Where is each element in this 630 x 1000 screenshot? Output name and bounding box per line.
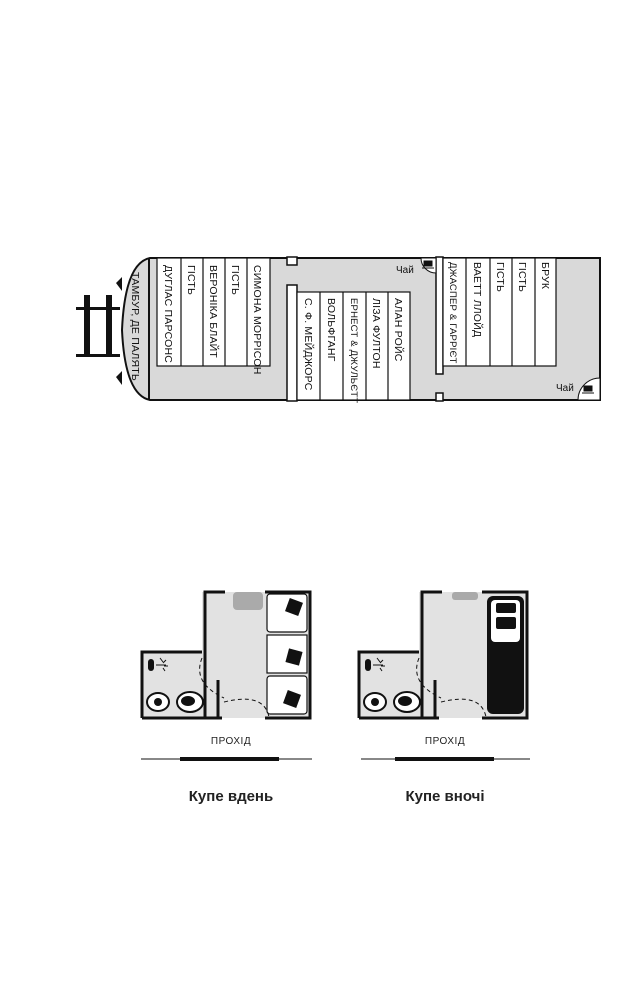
compartment-caption: Купе вночі bbox=[405, 788, 485, 805]
berth-label: ГІСТЬ bbox=[229, 265, 241, 296]
rail-track-icon bbox=[76, 295, 120, 357]
cup-icon bbox=[422, 260, 434, 269]
berth-label: ГІСТЬ bbox=[494, 262, 506, 293]
tea-label: Чай bbox=[556, 383, 574, 394]
berth-label: ЛІЗА ФУЛТОН bbox=[370, 298, 382, 369]
berth-label: ЕРНЕСТ & ДЖУЛЬЄТТ bbox=[348, 298, 359, 404]
berth-label: ВОЛЬФГАНГ bbox=[325, 298, 337, 362]
berth-label: ГІСТЬ bbox=[516, 262, 528, 293]
berth-label: ДУГЛАС ПАРСОНС bbox=[162, 265, 174, 364]
berth-label: АЛАН РОЙС bbox=[392, 298, 404, 362]
cup-icon bbox=[582, 385, 594, 394]
corridor-label: ПРОХІД bbox=[210, 736, 252, 747]
compartment-day bbox=[140, 590, 312, 761]
tea-label: Чай bbox=[396, 265, 414, 276]
berth-label: СИМОНА МОРРІСОН bbox=[251, 265, 263, 375]
berth-label: ГІСТЬ bbox=[185, 265, 197, 296]
lamp-icon bbox=[373, 657, 385, 672]
compartment-night bbox=[357, 590, 530, 761]
berth-label: ВАЕТТ ЛЛОЙД bbox=[471, 262, 483, 338]
corridor-label: ПРОХІД bbox=[424, 736, 466, 747]
compartment-caption: Купе вдень bbox=[188, 788, 274, 805]
berth-label: ВЕРОНІКА БЛАЙТ bbox=[207, 265, 219, 359]
vestibule-label: ТАМБУР, ДЕ ПАЛЯТЬ bbox=[129, 272, 141, 381]
berth-label: БРУК bbox=[539, 262, 551, 290]
lamp-icon bbox=[156, 657, 168, 672]
berth-label: С. Ф. МЕЙДЖОРС bbox=[302, 298, 314, 391]
berth-label: ДЖАСПЕР & ГАРРІЄТ bbox=[447, 262, 458, 364]
